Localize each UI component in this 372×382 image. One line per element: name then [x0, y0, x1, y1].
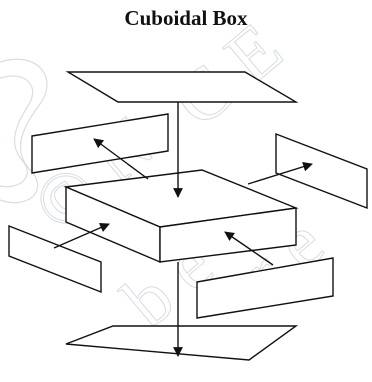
arrow-right-lower-to-cuboid [224, 231, 274, 266]
bottom-face-panel [65, 325, 299, 361]
arrow-cuboid-to-right-upper [247, 161, 313, 185]
arrow-cuboid-to-left-upper [93, 138, 149, 180]
arrow-left-lower-to-cuboid [53, 223, 110, 249]
left-lower-side-panel [8, 224, 102, 294]
right-lower-side-panel [196, 257, 334, 319]
watermark-curve-left-inner [0, 75, 34, 188]
diagram-title: Cuboidal Box [124, 6, 248, 30]
top-face-panel [65, 71, 299, 103]
watermark-curve-left [0, 58, 48, 204]
right-upper-side-panel [275, 132, 368, 210]
central-cuboid [63, 169, 299, 264]
